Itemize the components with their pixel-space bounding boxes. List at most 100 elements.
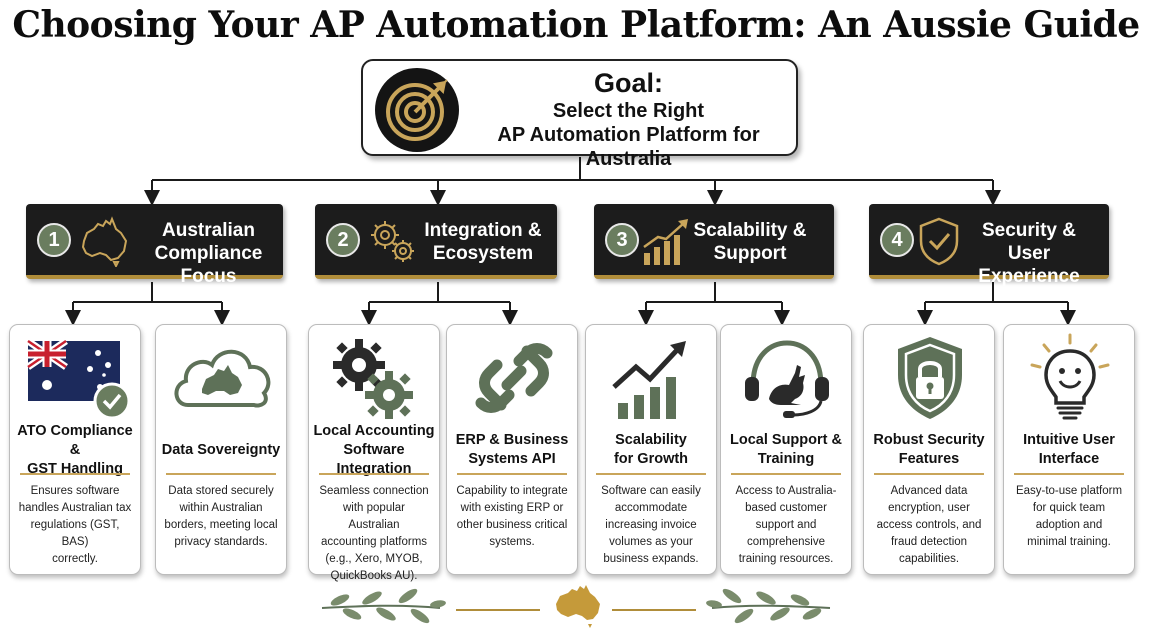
card-desc-line: with popular Australian: [342, 502, 405, 531]
card-description: Ensures software handles Australian tax …: [18, 483, 132, 568]
target-icon: [375, 68, 459, 152]
category-compliance: 1 Australian Compliance Focus: [26, 204, 283, 287]
growth-chart-icon: [643, 219, 688, 265]
card-desc-line: fraud detection: [890, 536, 968, 548]
category-label-line2: Compliance Focus: [154, 243, 263, 287]
chain-link-icon: [475, 343, 553, 413]
card-divider: [20, 473, 130, 475]
category-scalability: 3 Scalability & Support: [594, 204, 834, 279]
category-label-line1: Security &: [982, 220, 1076, 241]
card-title-line2: Interface: [1038, 451, 1100, 467]
card-description: Data stored securely within Australian b…: [164, 483, 278, 551]
card-desc-line: QuickBooks AU).: [330, 570, 418, 582]
card-title-line1: Data Sovereignty: [161, 441, 281, 458]
gears-icon: [371, 221, 414, 262]
card-desc-line: Seamless connection: [319, 485, 429, 497]
card-divider: [457, 473, 567, 475]
category-label-line2: Support: [713, 243, 787, 264]
category-number: 2: [326, 223, 360, 257]
card-title-line1: Local Support &: [730, 432, 842, 448]
card-desc-line: training resources.: [738, 553, 834, 565]
card-ato-compliance: ATO Compliance & GST Handling Ensures sof…: [9, 324, 141, 575]
category-label-line1: Scalability &: [693, 220, 807, 241]
card-title-line1: Scalability: [615, 432, 687, 448]
card-desc-line: volumes as your: [609, 536, 693, 548]
card-desc-line: Easy-to-use platform: [1015, 485, 1123, 497]
card-desc-line: access controls, and: [876, 519, 982, 531]
card-description: Easy-to-use platform for quick team adop…: [1012, 483, 1126, 551]
card-title-line1: ATO Compliance &: [17, 422, 133, 458]
card-description: Access to Australia- based customer supp…: [729, 483, 843, 568]
category-number: 4: [880, 223, 914, 257]
card-divider: [731, 473, 841, 475]
card-title: Data Sovereignty: [160, 429, 282, 471]
card-desc-line: Capability to integrate: [456, 485, 568, 497]
card-desc-line: for quick team: [1032, 502, 1106, 514]
card-desc-line: privacy standards.: [174, 536, 268, 548]
card-desc-line: with existing ERP or: [460, 502, 564, 514]
category-label-line2: User Experience: [978, 243, 1080, 287]
goal-box: Goal: Select the Right AP Automation Pla…: [361, 59, 798, 170]
footer-decoration: [321, 585, 831, 628]
olive-branch-right-icon: [706, 588, 831, 624]
card-title-line2: Features: [898, 451, 960, 467]
category-label-line1: Integration &: [424, 220, 542, 241]
card-title-line2: Software Integration: [336, 441, 412, 477]
shield-lock-icon: [898, 337, 962, 419]
card-divider: [596, 473, 706, 475]
card-desc-line: Data stored securely: [168, 485, 274, 497]
card-description: Capability to integrate with existing ER…: [455, 483, 569, 551]
card-local-support: Local Support & Training Access to Austra…: [720, 324, 852, 575]
card-desc-line: Software can easily: [601, 485, 701, 497]
bar-chart-arrow-icon: [612, 341, 686, 419]
card-title-line2: Training: [757, 451, 815, 467]
card-desc-line: within Australian: [179, 502, 263, 514]
card-desc-line: Advanced data: [890, 485, 968, 497]
category-number: 3: [605, 223, 639, 257]
card-desc-line: minimal training.: [1027, 536, 1111, 548]
card-desc-line: encryption, user: [888, 502, 970, 514]
kangaroo-headset-icon: [745, 340, 829, 418]
card-desc-line: Access to Australia-: [735, 485, 837, 497]
australia-map-gold-icon: [556, 585, 600, 628]
card-title-line1: Robust Security: [873, 432, 985, 448]
card-title-line2: GST Handling: [27, 460, 123, 477]
card-desc-line: comprehensive: [747, 536, 825, 548]
card-desc-line: business expands.: [603, 553, 699, 565]
card-divider: [319, 473, 429, 475]
gears-integration-icon: [333, 339, 413, 419]
category-number: 1: [37, 223, 71, 257]
card-desc-line: increasing invoice: [605, 519, 697, 531]
card-description: Seamless connection with popular Austral…: [317, 483, 431, 585]
category-label-line2: Ecosystem: [432, 243, 534, 264]
card-title-line1: ERP & Business: [455, 432, 569, 448]
card-desc-line: handles Australian tax: [18, 502, 132, 514]
australian-flag-check-icon: [26, 338, 131, 420]
australia-map-icon: [81, 216, 128, 267]
card-desc-line: support and: [755, 519, 817, 531]
card-desc-line: systems.: [489, 536, 535, 548]
goal-subtitle-line2: AP Automation Platform for Australia: [497, 124, 760, 170]
category-security: 4 Security & User Experience: [869, 204, 1109, 287]
card-desc-line: adoption and: [1035, 519, 1103, 531]
card-desc-line: Ensures software: [30, 485, 120, 497]
card-divider: [874, 473, 984, 475]
card-desc-line: borders, meeting local: [164, 519, 278, 531]
card-title-line1: Intuitive User: [1023, 432, 1115, 448]
olive-branch-left-icon: [321, 588, 446, 624]
card-title: Local Support & Training: [725, 429, 847, 471]
card-desc-line: correctly.: [52, 553, 98, 565]
card-title-line1: Local Accounting: [313, 422, 435, 439]
cloud-australia-icon: [174, 349, 271, 408]
card-title-line2: Systems API: [468, 451, 556, 467]
smiling-lightbulb-icon: [1030, 333, 1110, 420]
